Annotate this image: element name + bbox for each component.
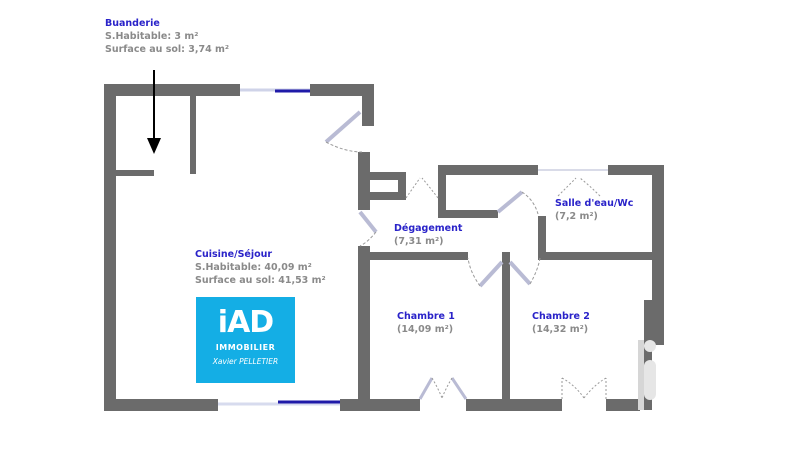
habitable-area: S.Habitable: 3 m²: [105, 31, 199, 42]
room-area: (7,31 m²): [394, 236, 444, 247]
watermark: [644, 340, 656, 400]
room-name: Chambre 1: [397, 311, 455, 322]
iad-logo: iAD IMMOBILIER Xavier PELLETIER: [196, 297, 295, 383]
room-name: Dégagement: [394, 223, 463, 234]
room-area: (14,32 m²): [532, 324, 589, 335]
logo-subtitle: IMMOBILIER: [215, 343, 276, 352]
degagement-label: Dégagement (7,31 m²): [394, 222, 462, 248]
buanderie-label: Buanderie S.Habitable: 3 m² Surface au s…: [105, 17, 229, 56]
floor-area: Surface au sol: 3,74 m²: [105, 44, 230, 55]
chambre1-label: Chambre 1 (14,09 m²): [397, 310, 455, 336]
room-area: (7,2 m²): [555, 211, 598, 222]
floor-area: Surface au sol: 41,53 m²: [195, 275, 326, 286]
room-area: (14,09 m²): [397, 324, 454, 335]
room-name: Buanderie: [105, 18, 160, 29]
chambre2-label: Chambre 2 (14,32 m²): [532, 310, 590, 336]
walls: [104, 84, 664, 411]
logo-brand: iAD: [217, 305, 274, 340]
logo-agent: Xavier PELLETIER: [212, 357, 279, 366]
room-name: Salle d'eau/Wc: [555, 198, 634, 209]
cuisine-label: Cuisine/Séjour S.Habitable: 40,09 m² Sur…: [195, 248, 326, 287]
salle-eau-label: Salle d'eau/Wc (7,2 m²): [555, 197, 633, 223]
windows: [218, 88, 608, 406]
doors: [324, 110, 607, 400]
habitable-area: S.Habitable: 40,09 m²: [195, 262, 312, 273]
room-name: Chambre 2: [532, 311, 590, 322]
buanderie-arrow: [147, 70, 161, 154]
room-name: Cuisine/Séjour: [195, 249, 273, 260]
